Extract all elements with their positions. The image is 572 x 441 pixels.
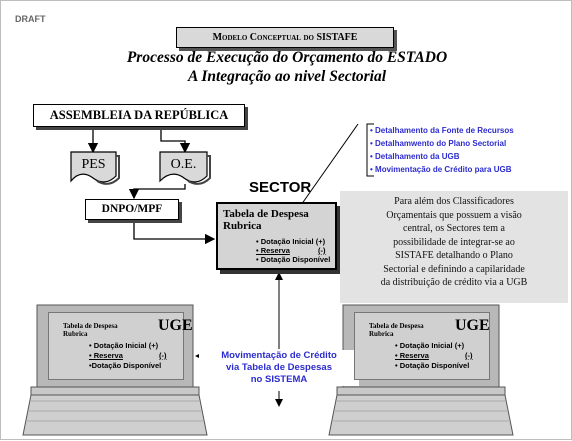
movement-line: no SISTEMA <box>250 374 308 385</box>
oe-document-shape <box>159 151 208 183</box>
detail-movimentacao-credito: • Movimentação de Crédito para UGB <box>370 165 512 174</box>
note-line: Para além dos Classificadores <box>394 196 514 207</box>
sector-item-reserva: • Reserva <box>256 246 290 255</box>
movement-label: Movimentação de Crédito via Tabela de De… <box>199 350 359 386</box>
oe-label: O.E. <box>170 157 197 172</box>
details-list: • Detalhamento da Fonte de Recursos • De… <box>370 124 572 176</box>
right-uge-item-dotacao-inicial: • Dotação Inicial (+) <box>395 341 465 350</box>
right-uge-label: UGE <box>455 317 490 334</box>
draft-label: DRAFT <box>15 14 46 24</box>
note-box: Para além dos Classificadores Orçamentai… <box>340 191 568 303</box>
sector-table-title-2: Rubrica <box>223 220 262 232</box>
pes-label: PES <box>81 157 106 172</box>
left-uge-item-dotacao-inicial: • Dotação Inicial (+) <box>89 341 159 350</box>
movement-line: via Tabela de Despesas <box>226 362 332 373</box>
arrow-oe-to-dnpo <box>128 184 186 200</box>
right-uge-item-reserva-sign: (-) <box>465 351 473 360</box>
left-uge-table-title-2: Rubrica <box>63 330 88 338</box>
title-line-2: A Integração ao nivel Sectorial <box>187 68 387 85</box>
assembleia-box: ASSEMBLEIA DA REPÚBLICA <box>33 104 245 127</box>
detail-ugb: • Detalhamento da UGB <box>370 152 460 161</box>
right-uge-item-reserva: • Reserva <box>395 351 429 360</box>
note-line: SISTAFE detalhando o Plano <box>395 250 513 261</box>
right-uge-screen: Tabela de Despesa Rubrica UGE • Dotação … <box>354 312 490 380</box>
right-uge-table-title-1: Tabela de Despesa <box>369 322 424 330</box>
header-box: Modelo Conceptual do SISTAFE <box>176 27 394 48</box>
arrow-ar-to-oe <box>160 128 191 154</box>
sector-table-box: Tabela de Despesa Rubrica • Dotação Inic… <box>216 202 337 270</box>
left-uge-screen: Tabela de Despesa Rubrica UGE • Dotação … <box>48 312 193 380</box>
detail-plano-sectorial: • Detalhamwento do Plano Sectorial <box>370 139 507 148</box>
left-uge-item-dotacao-disponivel: •Dotação Disponível <box>89 361 162 370</box>
left-uge-table-title-1: Tabela de Despesa <box>63 322 118 330</box>
right-uge-table-title-2: Rubrica <box>369 330 394 338</box>
note-line: Orçamentais que possuem a visão <box>386 209 522 221</box>
sector-item-dotacao-inicial: • Dotação Inicial (+) <box>256 237 326 246</box>
movement-line: Movimentação de Crédito <box>221 350 337 361</box>
sector-label: SECTOR <box>249 179 312 196</box>
arrow-dnpo-to-sector <box>133 221 216 245</box>
details-bracket <box>366 123 374 177</box>
left-uge-label: UGE <box>158 317 193 334</box>
left-uge-item-reserva-sign: (-) <box>159 351 167 360</box>
sector-item-dotacao-disponivel: • Dotação Disponível <box>256 255 331 264</box>
pes-document-shape <box>70 151 117 183</box>
title-line-1: Processo de Execução do Orçamento do EST… <box>126 49 448 66</box>
note-line: da distribuição de crédito via a UGB <box>380 277 528 288</box>
right-uge-item-dotacao-disponivel: • Dotação Disponível <box>395 361 470 370</box>
note-line: possibilidade de integrar-se ao <box>393 236 515 248</box>
note-line: Sectorial e definindo a capilaridade <box>383 263 525 275</box>
sector-table-title-1: Tabela de Despesa <box>223 208 309 220</box>
note-line: central, os Sectores tem a <box>403 223 505 234</box>
dnpo-box: DNPO/MPF <box>85 199 179 220</box>
left-uge-item-reserva: • Reserva <box>89 351 123 360</box>
sector-item-reserva-sign: (-) <box>318 246 326 255</box>
detail-fonte-recursos: • Detalhamento da Fonte de Recursos <box>370 126 514 135</box>
